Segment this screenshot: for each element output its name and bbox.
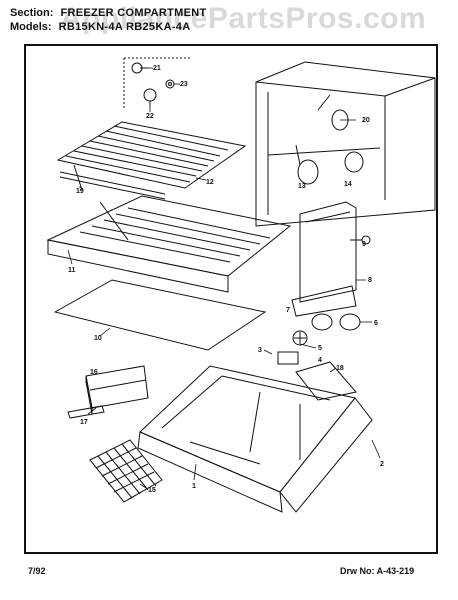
callout-10: 10 <box>94 335 102 342</box>
part-freezer-shelf <box>46 195 292 293</box>
section-label: Section: <box>10 7 54 19</box>
diagram-frame <box>24 44 438 554</box>
callout-7: 7 <box>286 307 290 314</box>
models-label: Models: <box>10 21 52 33</box>
callout-19: 19 <box>76 188 84 195</box>
callout-3: 3 <box>258 347 262 354</box>
callout-23: 23 <box>180 81 188 88</box>
models-line: Models: RB15KN-4A RB25KA-4A <box>10 20 450 34</box>
part-rail <box>67 405 105 419</box>
part-wire-shelf <box>56 121 247 200</box>
callout-17: 17 <box>80 419 88 426</box>
callout-16: 16 <box>90 369 98 376</box>
callout-5: 5 <box>318 345 322 352</box>
callout-15: 15 <box>148 487 156 494</box>
part-freezer-liner <box>255 61 436 227</box>
watermark: AppliancePartsPros.com <box>60 2 427 35</box>
models-value: RB15KN-4A RB25KA-4A <box>58 21 191 33</box>
callout-12: 12 <box>206 179 214 186</box>
callout-11: 11 <box>68 267 76 274</box>
callout-9: 9 <box>362 241 366 248</box>
callout-1: 1 <box>192 483 196 490</box>
header: Section: FREEZER COMPARTMENT Models: RB1… <box>10 6 450 34</box>
section-value: FREEZER COMPARTMENT <box>60 7 207 19</box>
part-fan-assembly <box>277 313 361 365</box>
callout-8: 8 <box>368 277 372 284</box>
callouts: 21 23 22 19 12 20 13 14 11 9 8 10 7 6 5 … <box>68 65 384 494</box>
callout-21: 21 <box>153 65 161 72</box>
section-line: Section: FREEZER COMPARTMENT <box>10 6 450 20</box>
callout-4: 4 <box>318 357 322 364</box>
part-air-duct <box>291 201 371 317</box>
callout-13: 13 <box>298 183 306 190</box>
callout-14: 14 <box>344 181 352 188</box>
footer-drawing-number: Drw No: A-43-219 <box>340 566 415 576</box>
part-freezer-bottom <box>137 361 373 513</box>
callout-6: 6 <box>374 320 378 327</box>
callout-18: 18 <box>336 365 344 372</box>
part-panel <box>53 279 267 351</box>
part-ice-tray <box>89 439 163 503</box>
callout-20: 20 <box>362 117 370 124</box>
callout-leaders <box>67 67 381 489</box>
callout-2: 2 <box>380 461 384 468</box>
callout-22: 22 <box>146 113 154 120</box>
footer-date: 7/92 <box>28 566 46 576</box>
